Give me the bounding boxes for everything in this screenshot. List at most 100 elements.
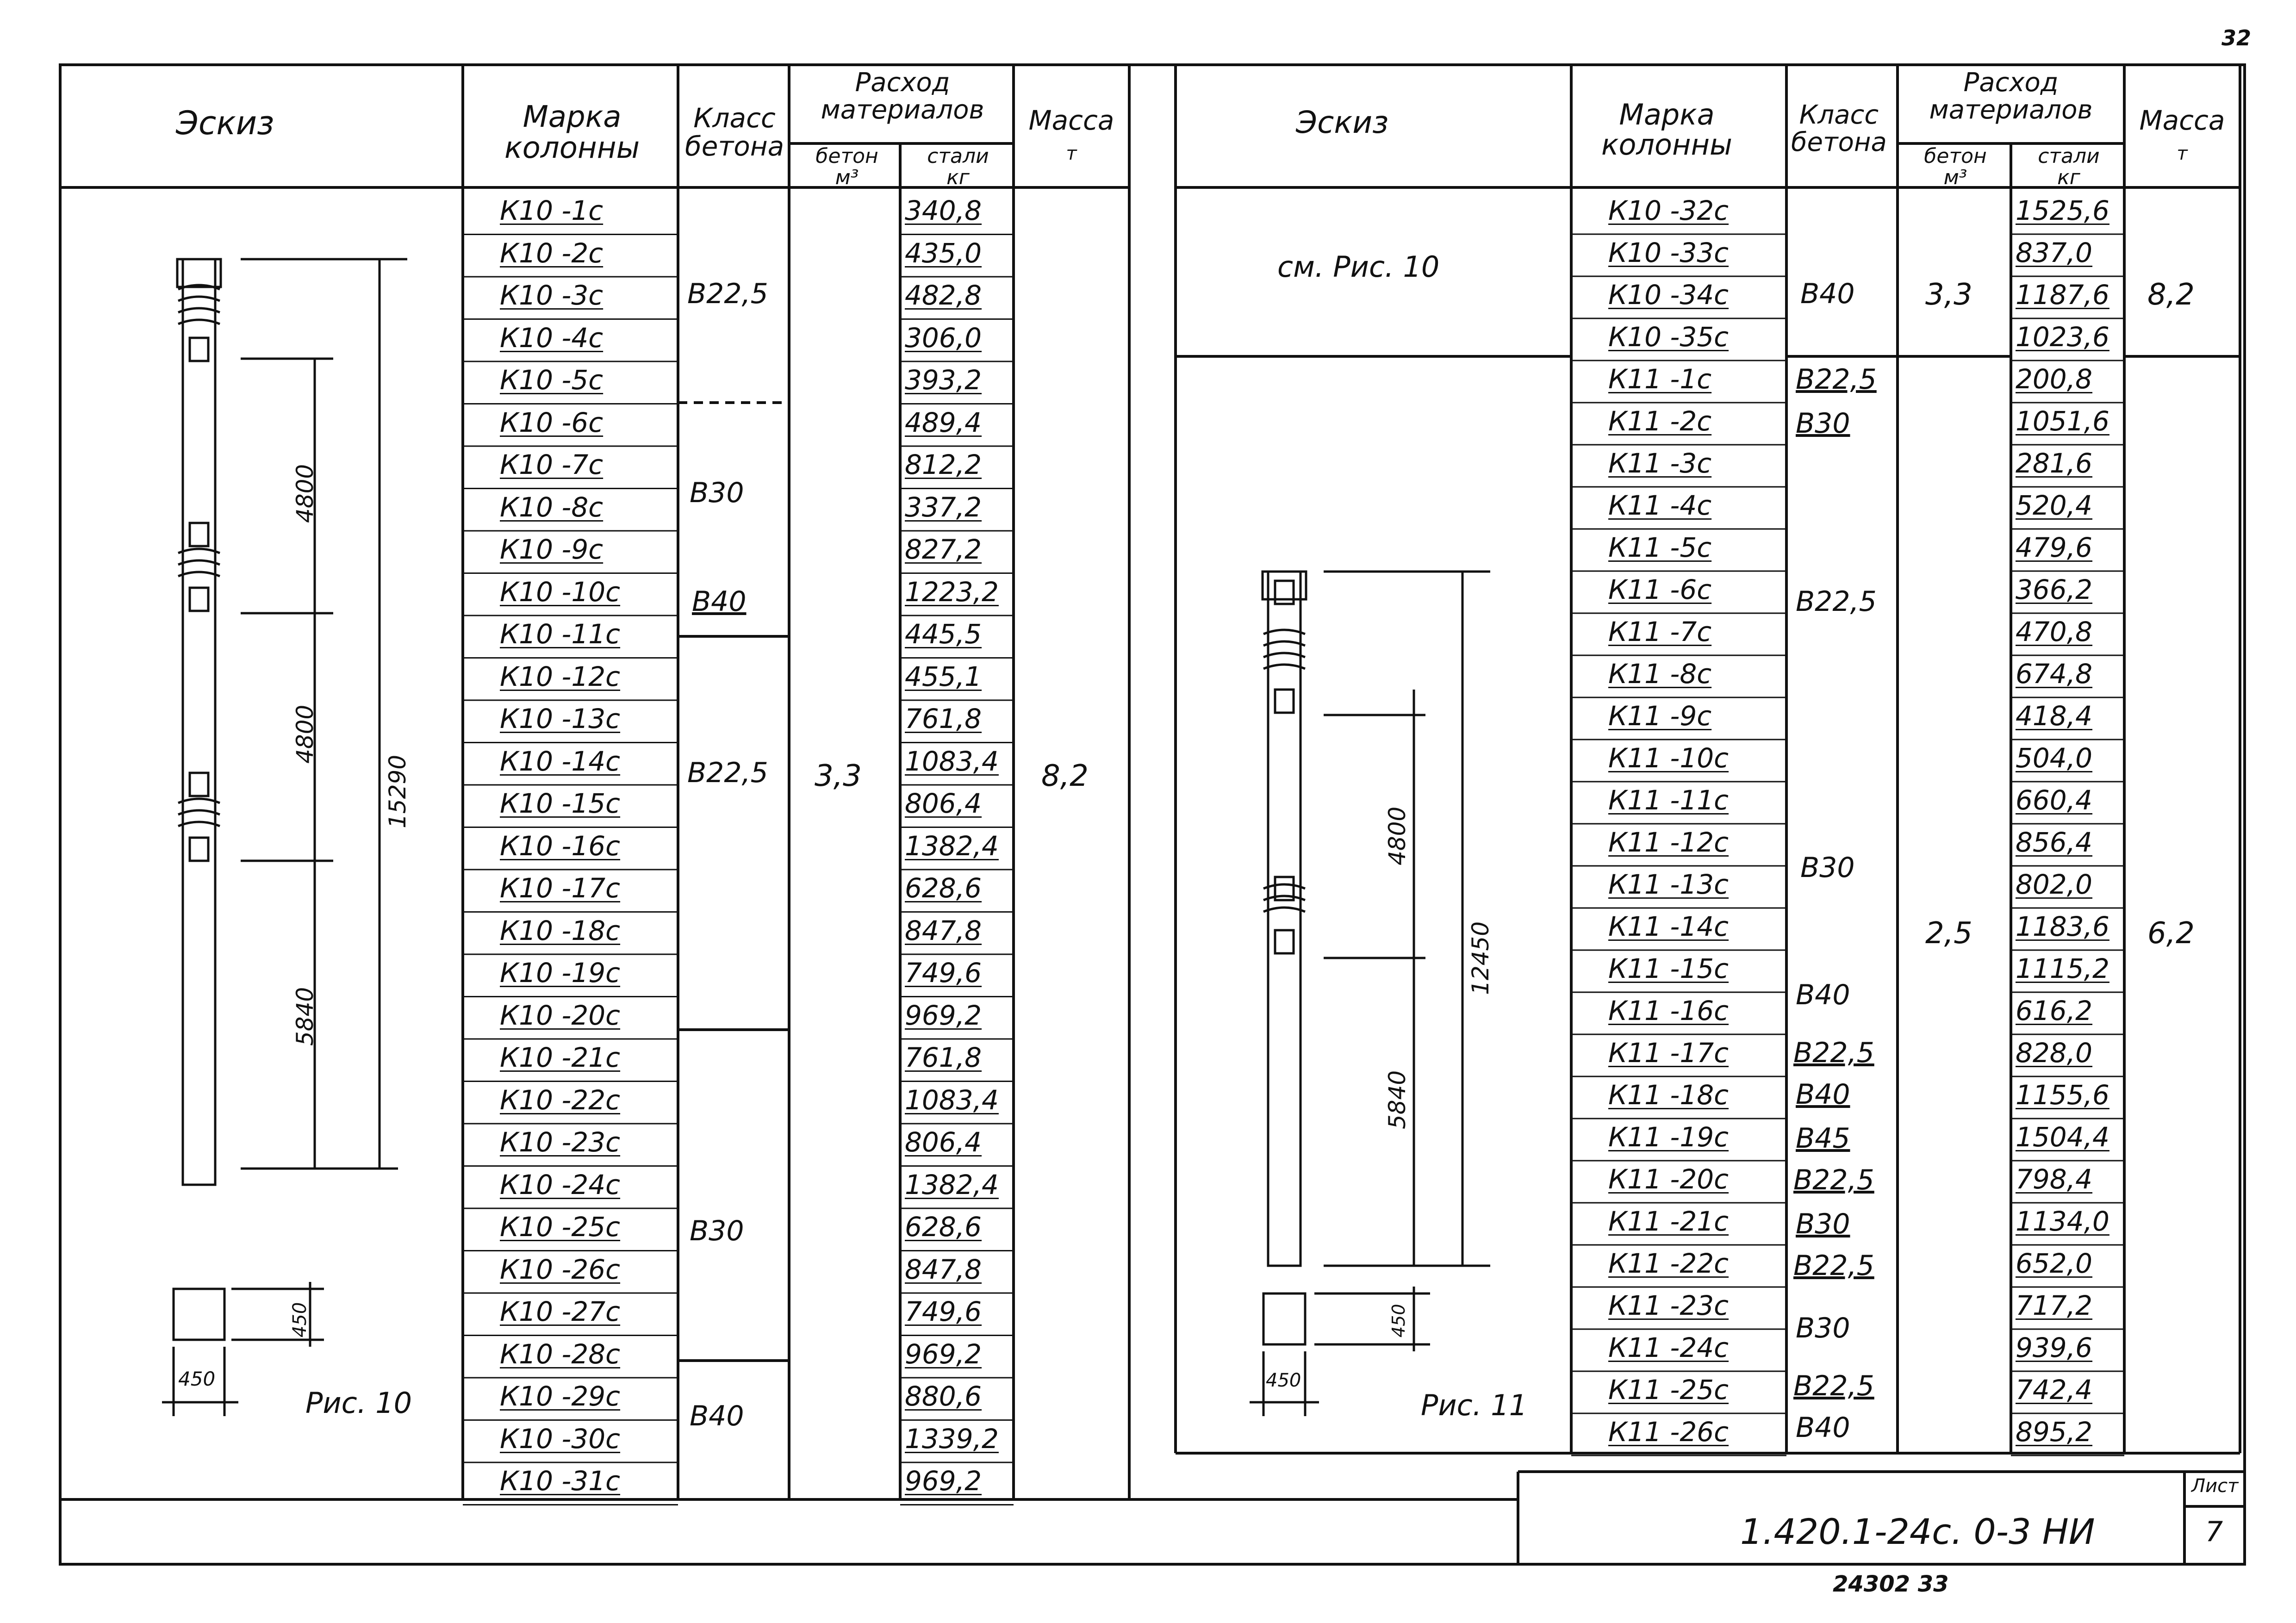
left-row-steel-cell: 455,1	[905, 660, 982, 692]
header-class-line1: Класс	[693, 102, 776, 134]
left-row-steel-cell: 969,2	[905, 999, 982, 1031]
header-mark-right: Марка колонны	[1601, 99, 1732, 160]
right-row-mark-cell: К11 -18с	[1608, 1079, 1729, 1111]
right-row-mark-cell: К11 -26с	[1608, 1416, 1729, 1448]
left-class-group-4: В22,5	[687, 757, 768, 789]
left-row-mark-cell: К10 -3с	[500, 280, 604, 311]
sheet-corner-number: 32	[2221, 25, 2252, 50]
header-concrete-line1: бетон	[815, 144, 878, 168]
left-row-steel-cell: 812,2	[905, 449, 982, 480]
left-row-steel-cell: 340,8	[905, 195, 982, 226]
header-concrete-line1: бетон	[1924, 144, 1987, 168]
left-mass-value: 8,2	[1041, 759, 1089, 793]
header-steel-unit: кг	[2057, 166, 2080, 190]
left-class-group-2: В30	[690, 477, 744, 509]
header-mass: Масса	[2139, 105, 2225, 136]
right-row-steel-cell: 470,8	[2016, 616, 2093, 647]
right-row-mark-cell: К11 -20с	[1608, 1163, 1729, 1195]
right-class-k11-9: В22,5	[1793, 1164, 1874, 1196]
header-consumption-right: Расход материалов	[1902, 69, 2120, 124]
right-row-steel-cell: 1051,6	[2016, 405, 2109, 437]
right-class-k11-7: В40	[1796, 1078, 1850, 1111]
right-row-mark-cell: К11 -24с	[1608, 1332, 1729, 1363]
header-mass: Масса	[1028, 105, 1114, 136]
left-row-steel-cell: 628,6	[905, 872, 982, 904]
right-class-k11-11: В22,5	[1793, 1250, 1874, 1282]
header-concrete-unit: м³	[835, 166, 859, 190]
right-row-steel-cell: 1183,6	[2016, 911, 2109, 942]
archive-number: 24302 33	[1833, 1571, 1949, 1597]
left-row-steel-cell: 482,8	[905, 280, 982, 311]
right-row-steel-cell: 1134,0	[2016, 1206, 2109, 1237]
right-row-steel-cell: 1187,6	[2016, 279, 2109, 311]
right-row-steel-cell: 281,6	[2016, 448, 2093, 479]
left-row-mark-cell: К10 -24с	[500, 1169, 621, 1200]
left-row-mark-cell: К10 -30с	[500, 1423, 621, 1455]
right-row-mark-cell: К11 -8с	[1608, 658, 1712, 690]
right-row-mark-cell: К11 -16с	[1608, 995, 1729, 1026]
left-row-mark-cell: К10 -1с	[500, 195, 604, 226]
dim-section-h-k11: 450	[1388, 1304, 1409, 1337]
right-row-steel-cell: 1525,6	[2016, 195, 2109, 226]
right-row-mark-cell: К11 -6с	[1608, 574, 1712, 605]
right-row-steel-cell: 828,0	[2016, 1037, 2093, 1069]
right-row-mark-cell: К10 -33с	[1608, 237, 1729, 268]
dim-section-w-k11: 450	[1266, 1370, 1301, 1391]
right-row-steel-cell: 1115,2	[2016, 953, 2109, 984]
header-steel-right: стали кг	[2016, 144, 2122, 190]
dim-total-k11: 12450	[1467, 921, 1494, 995]
ref-note: см. Рис. 10	[1277, 250, 1440, 284]
right-row-steel-cell: 856,4	[2016, 827, 2093, 858]
left-row-steel-cell: 1382,4	[905, 1169, 999, 1200]
right-row-mark-cell: К11 -13с	[1608, 869, 1729, 900]
right-row-mark-cell: К11 -19с	[1608, 1121, 1729, 1153]
right-mass-k11: 6,2	[2147, 916, 2195, 951]
left-row-steel-cell: 847,8	[905, 1253, 982, 1285]
header-steel-unit: кг	[946, 166, 970, 190]
header-consumption-line2: материалов	[1929, 94, 2093, 125]
header-class-left: Класс бетона	[685, 104, 784, 161]
left-row-mark-cell: К10 -11с	[500, 618, 621, 650]
left-row-steel-cell: 827,2	[905, 534, 982, 565]
right-row-steel-cell: 479,6	[2016, 532, 2093, 563]
header-mass-left: Масса т	[1018, 106, 1125, 163]
right-row-mark-cell: К11 -2с	[1608, 405, 1712, 437]
sheet-number: 7	[2205, 1516, 2223, 1548]
header-class-line2: бетона	[1791, 127, 1887, 157]
left-row-steel-cell: 393,2	[905, 364, 982, 396]
left-row-steel-cell: 749,6	[905, 957, 982, 989]
left-row-mark-cell: К10 -4с	[500, 322, 604, 354]
header-mark-line2: колонны	[1601, 128, 1732, 162]
left-concrete-volume: 3,3	[815, 759, 862, 793]
left-row-mark-cell: К10 -6с	[500, 406, 604, 438]
header-mass-unit: т	[2177, 143, 2188, 164]
header-mark-line1: Марка	[523, 100, 622, 134]
left-row-mark-cell: К10 -20с	[500, 999, 621, 1031]
left-row-steel-cell: 806,4	[905, 1126, 982, 1158]
right-row-steel-cell: 674,8	[2016, 658, 2093, 690]
right-class-k11-13: В22,5	[1793, 1370, 1874, 1402]
right-row-steel-cell: 717,2	[2016, 1290, 2093, 1321]
right-class-k11-3: В22,5	[1796, 585, 1877, 618]
right-class-k10: В40	[1800, 278, 1855, 310]
right-row-mark-cell: К11 -22с	[1608, 1248, 1729, 1279]
left-row-mark-cell: К10 -13с	[500, 703, 621, 734]
header-steel-line1: стали	[2038, 144, 2100, 168]
header-class-right: Класс бетона	[1791, 101, 1887, 157]
header-sketch-left: Эскиз	[176, 104, 274, 142]
dim-section-h-k10: 450	[289, 1302, 311, 1337]
right-row-mark-cell: К11 -15с	[1608, 953, 1729, 984]
left-row-steel-cell: 969,2	[905, 1338, 982, 1370]
right-row-mark-cell: К11 -12с	[1608, 827, 1729, 858]
right-concrete-k11: 2,5	[1925, 916, 1972, 951]
left-class-group-6: В40	[690, 1400, 744, 1432]
left-row-steel-cell: 1083,4	[905, 1084, 999, 1116]
dim-total-k10: 15290	[384, 754, 411, 828]
left-row-steel-cell: 880,6	[905, 1380, 982, 1412]
dim-middle-k10: 4800	[292, 704, 318, 764]
header-concrete-right: бетон м³	[1902, 144, 2009, 188]
left-row-mark-cell: К10 -27с	[500, 1296, 621, 1327]
right-class-k11-8: В45	[1796, 1122, 1850, 1155]
right-row-steel-cell: 1023,6	[2016, 321, 2109, 353]
right-row-steel-cell: 520,4	[2016, 490, 2093, 521]
